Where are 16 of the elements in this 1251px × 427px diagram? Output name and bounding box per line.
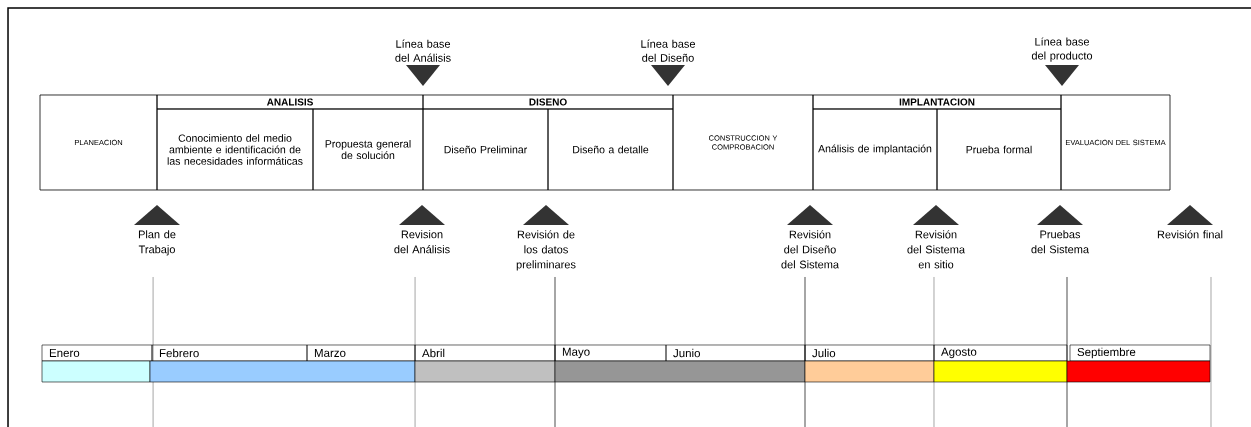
activity-cell: Propuesta general de solución xyxy=(312,108,424,191)
activity-cell: Prueba formal xyxy=(936,108,1062,191)
phase-bar xyxy=(554,360,806,383)
activity-cell: Diseño Preliminar xyxy=(422,108,549,191)
phase-header: ANALISIS xyxy=(156,94,424,110)
activity-cell: Conocimiento del medio ambiente e identificación de las necesidades informáticas xyxy=(156,108,314,191)
phase-header: IMPLANTACION xyxy=(812,94,1062,110)
activity-cell: Diseño a detalle xyxy=(547,108,674,191)
phase-bar xyxy=(1066,360,1211,383)
phase-bar xyxy=(41,360,151,383)
phase-header: DISENO xyxy=(422,94,674,110)
phase-bar xyxy=(414,360,556,383)
activity-cell: Análisis de implantación xyxy=(812,108,938,191)
phase-bar xyxy=(933,360,1068,383)
phase-bar xyxy=(804,360,935,383)
phase-bar xyxy=(149,360,416,383)
